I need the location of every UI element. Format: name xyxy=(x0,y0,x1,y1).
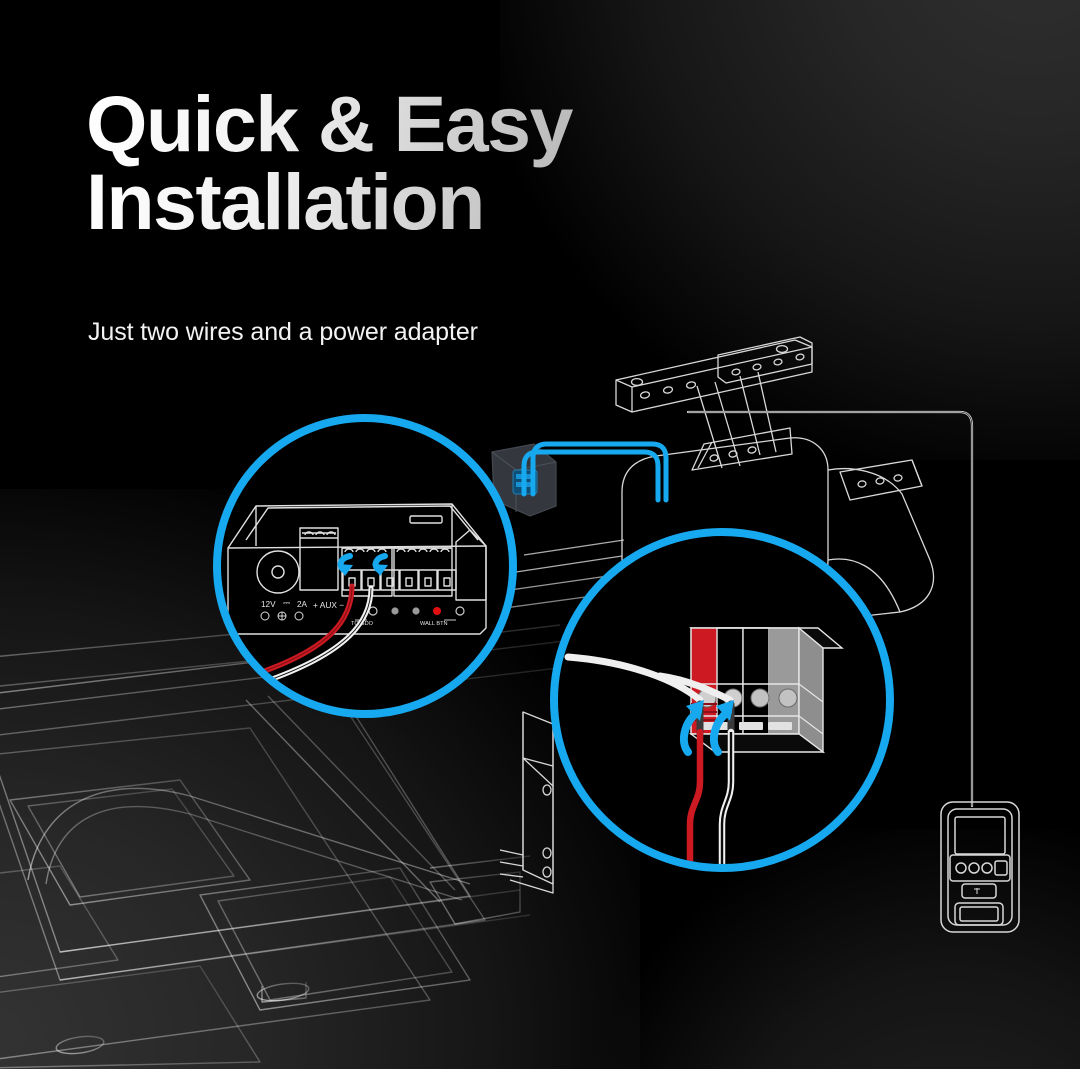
label-12v: 12V xyxy=(261,600,276,609)
wall-button-wire-run-inner xyxy=(688,411,973,806)
page-title: Quick & Easy Installation xyxy=(86,84,726,241)
light-button xyxy=(961,883,997,899)
power-adapter-cable xyxy=(521,441,669,503)
insert-arrow-heads-1 xyxy=(337,564,388,576)
label-dc-symbol: ⎓ xyxy=(283,598,290,608)
round-button-2 xyxy=(968,862,980,874)
led-status-2 xyxy=(412,607,420,615)
incoming-wire xyxy=(564,653,704,704)
callout-circle-1 xyxy=(213,414,517,718)
insert-arrow-heads-2 xyxy=(686,700,734,721)
callout-circle-2 xyxy=(550,528,894,872)
callout-1-content: 12V ⎓ 2A + AUX − TO GDO WALL BTN xyxy=(221,422,509,710)
led-wall-btn-right xyxy=(455,606,465,616)
terminal-ports xyxy=(342,569,457,591)
round-button-3 xyxy=(981,862,993,874)
led-wall-btn xyxy=(433,607,441,615)
wall-control-panel[interactable] xyxy=(940,801,1020,933)
garage-door-panels xyxy=(0,624,576,1069)
panel-button-row xyxy=(949,854,1011,882)
terminal-gray-section xyxy=(769,628,799,734)
red-wire-down xyxy=(686,728,704,864)
status-leds xyxy=(355,606,465,621)
wall-bracket xyxy=(499,711,554,894)
round-button-1 xyxy=(955,862,967,874)
label-2a: 2A xyxy=(297,600,308,609)
panel-display xyxy=(954,816,1006,855)
label-aux: + AUX − xyxy=(313,600,344,610)
door-open-close-bar xyxy=(954,902,1004,926)
led-status-1 xyxy=(391,607,399,615)
lock-button xyxy=(994,860,1008,876)
ceiling-mount-brackets xyxy=(615,336,813,469)
label-wall-btn: WALL BTN xyxy=(420,621,448,627)
callout-2-content xyxy=(558,536,886,864)
page-subtitle: Just two wires and a power adapter xyxy=(88,318,478,346)
